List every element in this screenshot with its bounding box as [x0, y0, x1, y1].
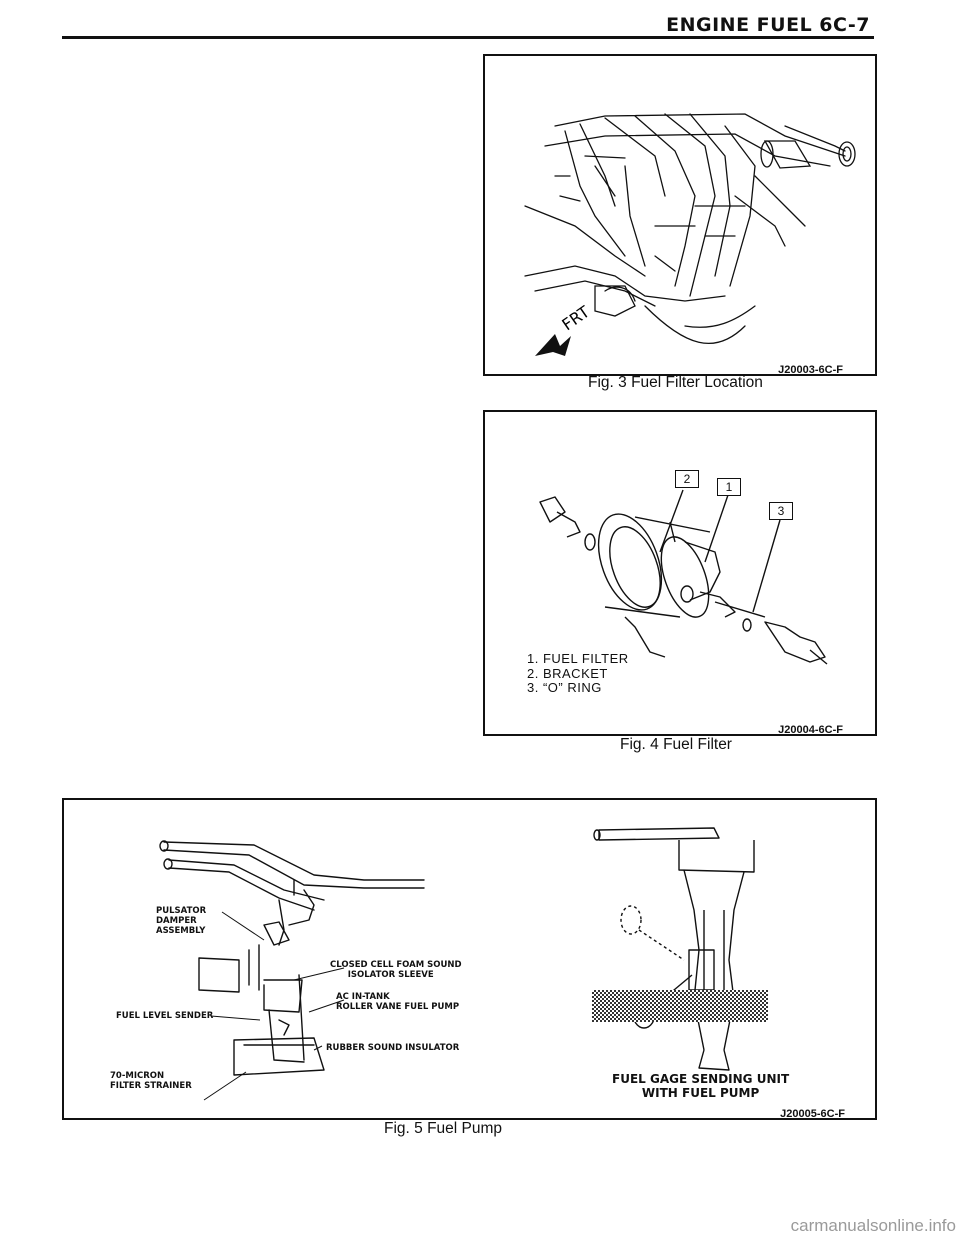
figure-5-code: J20005-6C-F: [780, 1108, 845, 1120]
figure-5-caption: Fig. 5 Fuel Pump: [384, 1120, 503, 1137]
legend-item: 2. BRACKET: [527, 665, 608, 681]
legend-item: 3. “O” RING: [527, 680, 602, 695]
legend-item: 1. FUEL FILTER: [527, 651, 629, 666]
figure-5-fuel-pump: PULSATOR DAMPER ASSEMBLY CLOSED CELL FOA…: [62, 798, 877, 1120]
figure-3-code: J20003-6C-F: [778, 364, 843, 376]
fuel-filter-location-illustration: FRT: [524, 113, 856, 356]
label-pulsator-text: PULSATOR DAMPER ASSEMBLY: [156, 906, 207, 936]
callout-number-2: 2: [675, 470, 699, 488]
figure-4-legend: 1. FUEL FILTER 2. BRACKET 3. “O” RING: [527, 651, 629, 696]
callout-number-1: 1: [717, 478, 741, 496]
figure-4-fuel-filter: 2 1 3 1. FUEL FILTER 2. BRACKET 3. “O” R…: [483, 410, 877, 736]
figure-3-fuel-filter-location: FRT J20003-6C-F: [483, 54, 877, 376]
label-sending-unit: FUEL GAGE SENDING UNIT WITH FUEL PUMP: [612, 1072, 790, 1100]
watermark: carmanualsonline.info: [790, 1216, 956, 1235]
label-foam-sleeve: CLOSED CELL FOAM SOUND ISOLATOR SLEEVE: [330, 960, 462, 980]
label-pulsator-damper: PULSATOR DAMPER ASSEMBLY: [156, 906, 206, 936]
label-fuel-level-sender: FUEL LEVEL SENDER: [116, 1011, 214, 1021]
figure-4-code: J20004-6C-F: [778, 724, 843, 736]
header-rule: [62, 36, 874, 39]
callout-number-3: 3: [769, 502, 793, 520]
front-arrow-label: FRT: [558, 302, 593, 334]
label-rubber-insulator: RUBBER SOUND INSULATOR: [326, 1043, 460, 1053]
fuel-filter-illustration: [539, 489, 828, 665]
figure-3-caption: Fig. 3 Fuel Filter Location: [588, 374, 763, 391]
figure-4-caption: Fig. 4 Fuel Filter: [620, 736, 732, 753]
fuel-pump-illustration: [159, 827, 768, 1101]
front-arrow-icon: [535, 334, 571, 356]
label-fuel-pump: AC IN-TANK ROLLER VANE FUEL PUMP: [336, 992, 460, 1012]
label-filter-strainer: 70-MICRON FILTER STRAINER: [110, 1071, 192, 1091]
page-header-title: ENGINE FUEL 6C-7: [666, 14, 870, 36]
